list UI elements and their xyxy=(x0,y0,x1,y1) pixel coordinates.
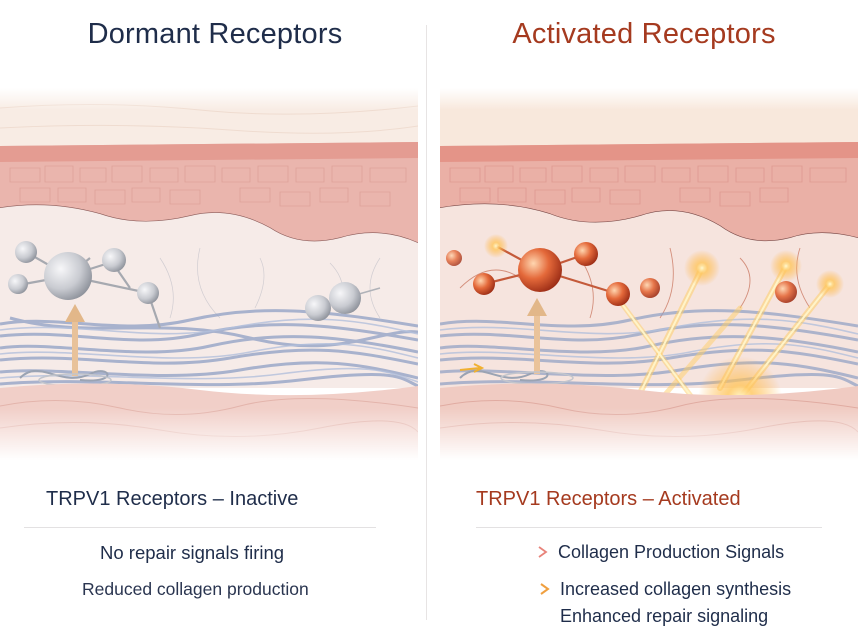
dormant-title: Dormant Receptors xyxy=(87,18,343,50)
activated-title: Activated Receptors xyxy=(512,18,776,50)
no-repair-signals-text: No repair signals firing xyxy=(100,542,285,563)
left-divider xyxy=(24,527,376,528)
arrow-right-icon xyxy=(496,545,550,564)
arrow-right-icon xyxy=(496,582,552,601)
dormant-skin-illustration xyxy=(0,88,418,460)
dormant-subtitle: TRPV1 Receptors – Inactive xyxy=(46,488,299,510)
activated-skin-illustration xyxy=(440,88,858,460)
collagen-production-signals-text: Collagen Production Signals xyxy=(558,542,785,562)
enhanced-repair-text: Enhanced repair signaling xyxy=(560,606,769,626)
reduced-collagen-text: Reduced collagen production xyxy=(82,579,309,599)
activated-subtitle: TRPV1 Receptors – Activated xyxy=(476,488,741,510)
panel-divider xyxy=(426,25,427,620)
right-divider xyxy=(476,527,822,528)
increased-collagen-text: Increased collagen synthesis xyxy=(560,579,792,599)
